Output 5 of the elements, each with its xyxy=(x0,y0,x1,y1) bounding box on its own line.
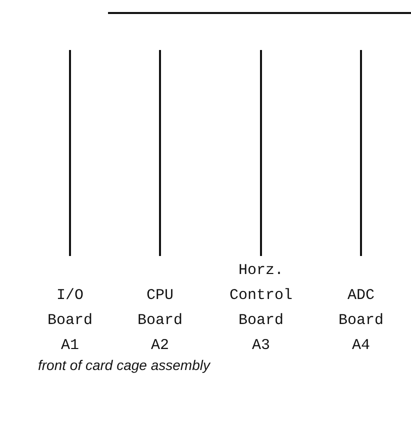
board-label: CPU Board A2 xyxy=(136,286,184,356)
caption: front of card cage assembly xyxy=(38,357,210,373)
board-label: ADC Board A4 xyxy=(337,286,384,356)
board-label: I/O Board A1 xyxy=(46,286,94,356)
board-label: Horz. Control Board A3 xyxy=(228,261,294,356)
